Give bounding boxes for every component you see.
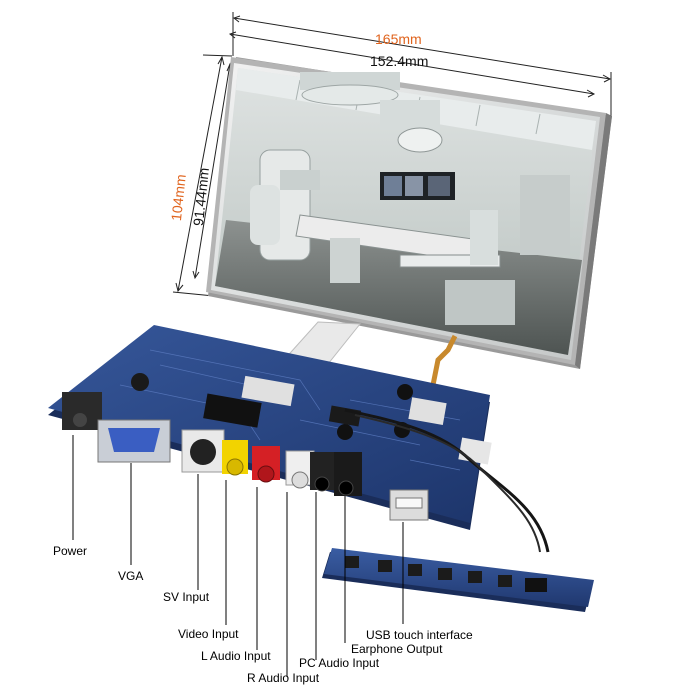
wire-harness — [344, 408, 550, 553]
vga-label: VGA — [118, 569, 144, 583]
dimension-lines — [172, 12, 612, 297]
video-input-label: Video Input — [178, 627, 239, 641]
usb-touch-interface-label: USB touch interface — [366, 628, 473, 642]
pc-audio-input-label: PC Audio Input — [299, 656, 380, 670]
power-label: Power — [53, 544, 88, 558]
inner-width-label: 152.4mm — [370, 53, 429, 69]
sv-input-label: SV Input — [163, 590, 210, 604]
screen-image — [215, 68, 596, 355]
main-board — [48, 325, 492, 530]
leader-lines — [72, 435, 404, 677]
r-audio-input-label: R Audio Input — [247, 671, 320, 685]
outer-width-label: 165mm — [375, 31, 422, 47]
earphone-output-label: Earphone Output — [351, 642, 443, 656]
l-audio-input-label: L Audio Input — [201, 649, 271, 663]
button-board — [322, 548, 594, 612]
